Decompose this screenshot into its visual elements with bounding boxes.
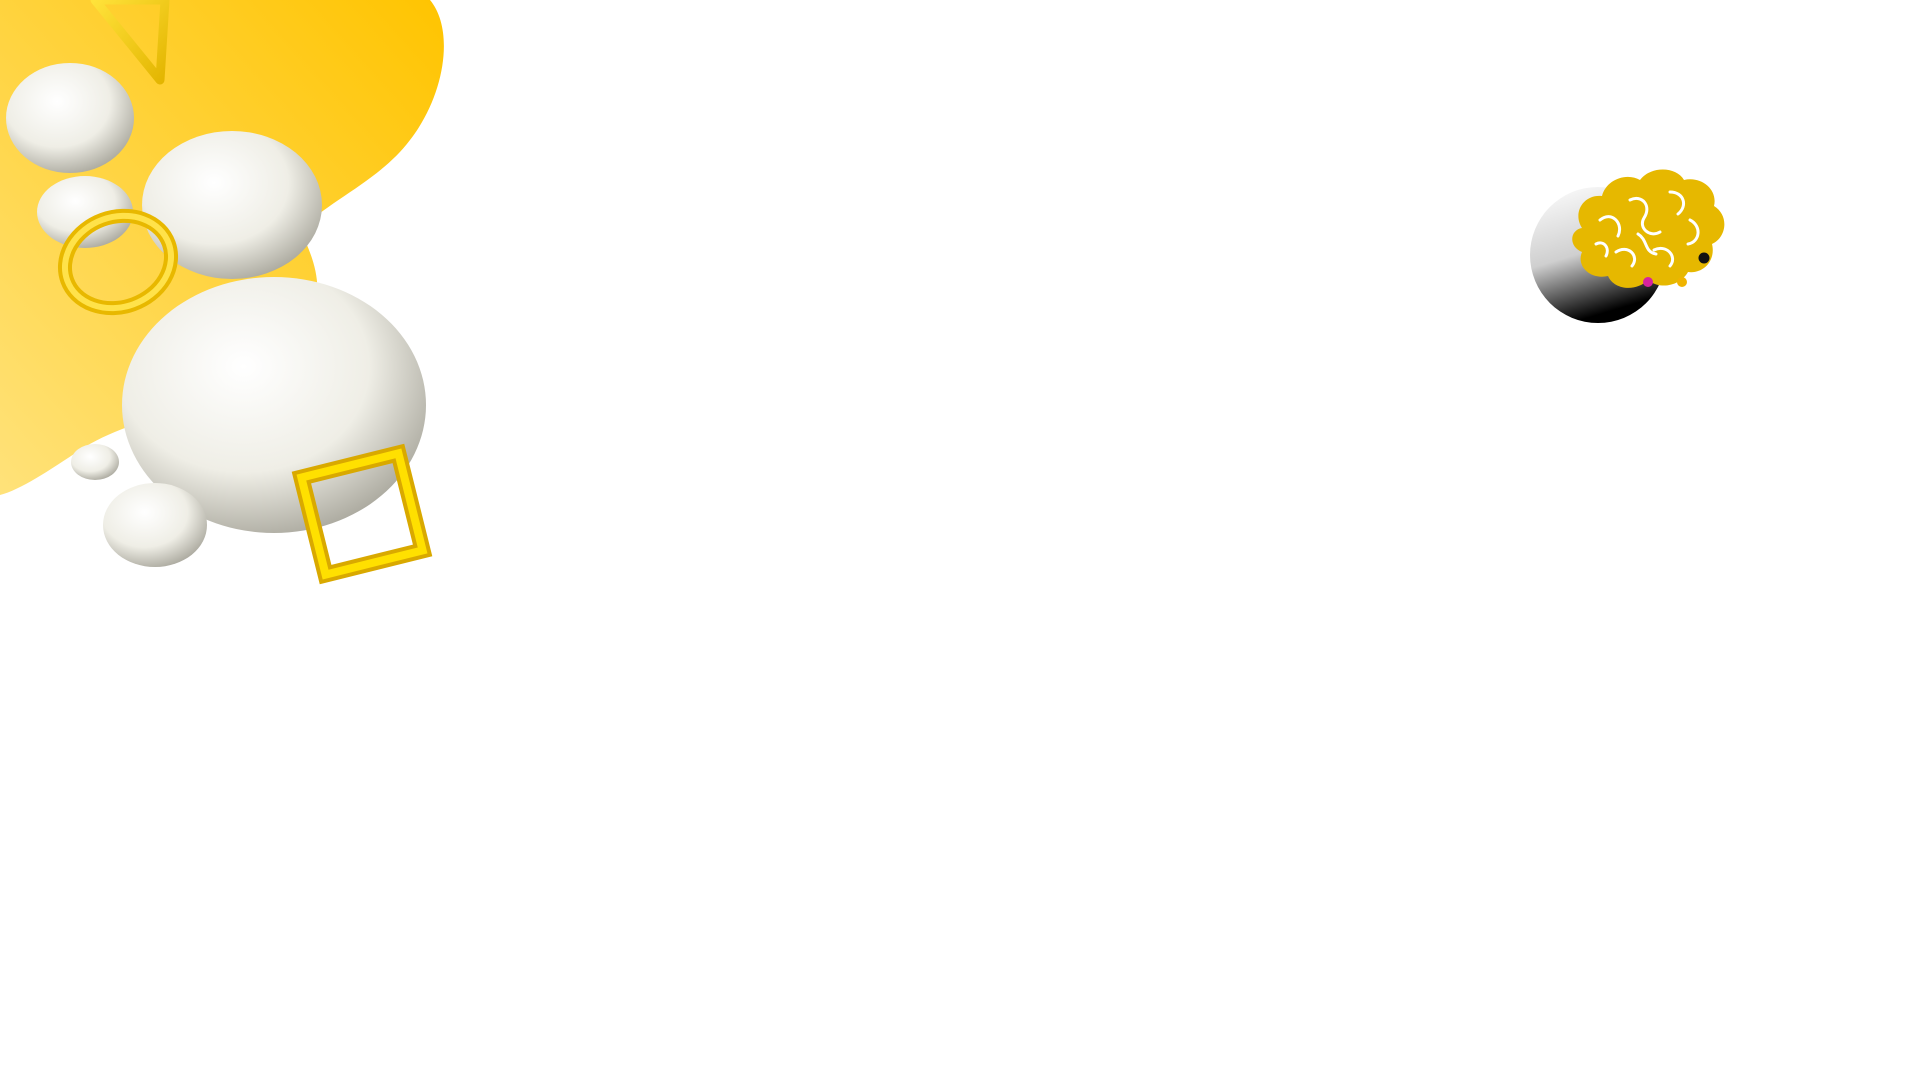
magenta-dot bbox=[1643, 277, 1653, 287]
black-dot bbox=[1698, 252, 1710, 264]
white-sphere bbox=[142, 131, 322, 279]
decorative-shapes-cluster bbox=[0, 0, 444, 585]
brain-logo bbox=[1530, 169, 1725, 323]
yellow-ring bbox=[57, 208, 179, 316]
white-sphere bbox=[71, 444, 119, 480]
white-sphere bbox=[37, 176, 133, 248]
yellow-triangle-frame bbox=[90, 0, 170, 85]
yellow-square-frame bbox=[291, 443, 433, 585]
brain-icon bbox=[1572, 169, 1725, 288]
white-sphere bbox=[103, 483, 207, 567]
yellow-dot bbox=[1677, 277, 1687, 287]
white-sphere bbox=[6, 63, 134, 173]
